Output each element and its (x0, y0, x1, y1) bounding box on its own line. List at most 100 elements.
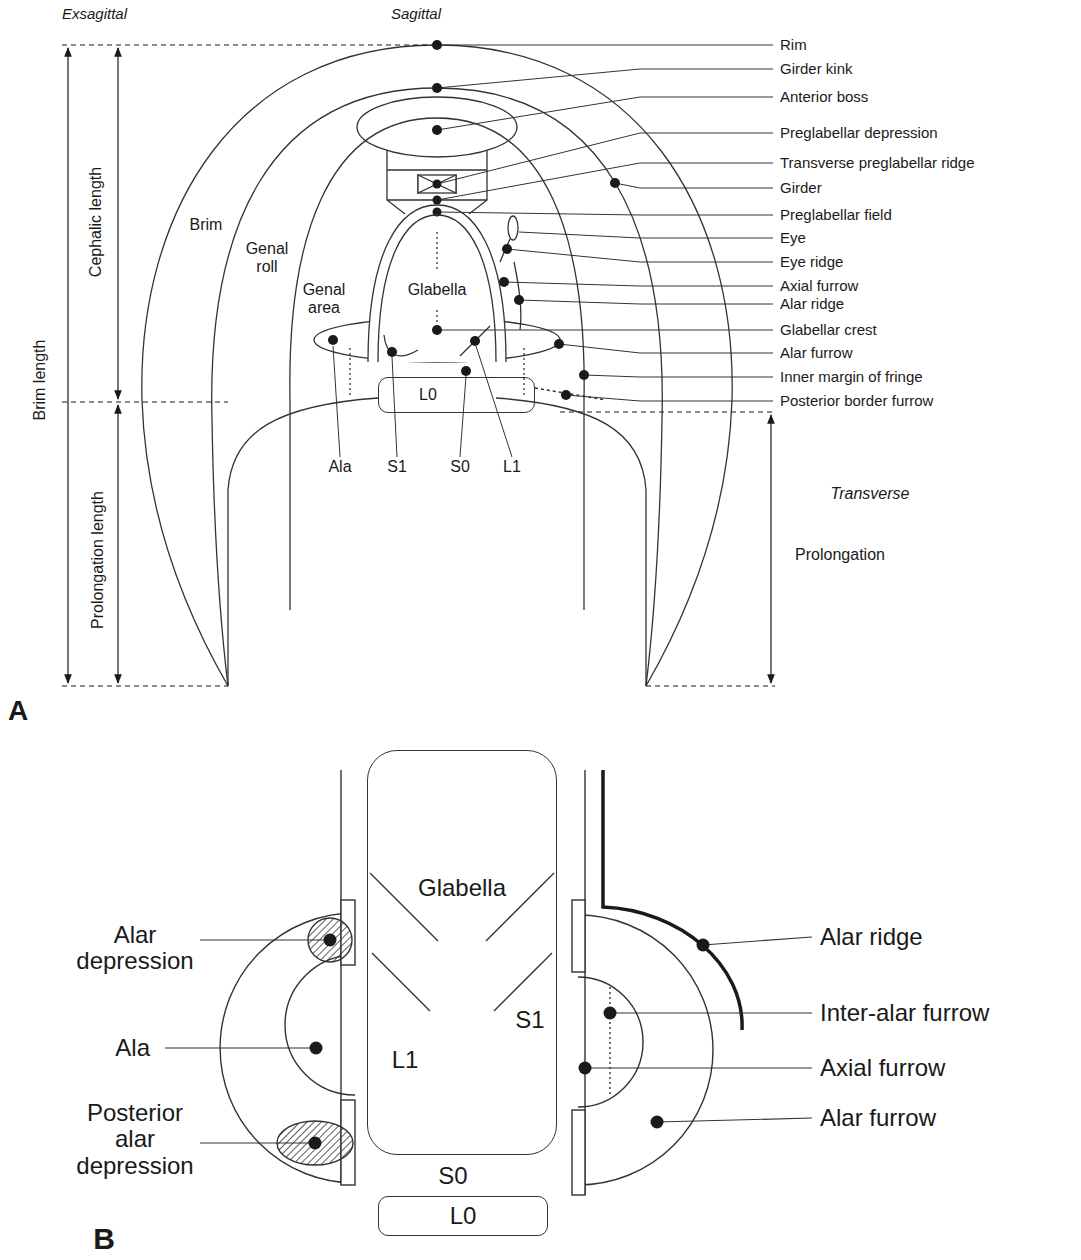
part-label: Ala (328, 458, 351, 476)
cephalon-outline (508, 216, 518, 240)
glabella-outline: Glabella (368, 205, 506, 362)
pointer-dot (432, 83, 442, 93)
part-label: Alar depression (74, 922, 196, 975)
leader-line (460, 376, 466, 457)
axis-label: Exsagittal (62, 6, 127, 23)
leader-line (585, 1067, 812, 1068)
glabella-outline (378, 215, 496, 362)
pointer-dot (433, 180, 442, 189)
pointer-dot (502, 244, 512, 254)
part-label: S1 (387, 458, 407, 476)
part-label: Girder (780, 180, 822, 197)
leader-line (584, 375, 773, 377)
leader-line (657, 1118, 812, 1122)
part-label: Rim (780, 37, 807, 54)
cephalon-outline (418, 175, 456, 193)
pointer-dot (604, 1007, 617, 1020)
node-text: Glabella (418, 875, 506, 901)
dimension-line (62, 45, 775, 686)
part-label: Glabellar crest (780, 322, 877, 339)
cephalon-left (142, 45, 437, 686)
leader-line (437, 212, 773, 215)
cephalon-outline (418, 175, 456, 193)
leader-line (437, 97, 773, 130)
glabella-detail (603, 770, 742, 1030)
pointer-dot (309, 1137, 322, 1150)
leader-line (200, 939, 324, 940)
pointer-dot (432, 40, 442, 50)
leader-line (615, 183, 773, 188)
pointer-dot (432, 325, 442, 335)
glabella-box: Glabella (367, 750, 557, 1155)
part-label: Alar ridge (820, 924, 923, 950)
leader-line (437, 133, 773, 184)
leader-line (165, 1047, 310, 1048)
pointer-dot (697, 939, 710, 952)
dimension-line (770, 415, 771, 683)
glabella-detail (609, 987, 610, 1097)
part-label: Axial furrow (820, 1055, 945, 1081)
axis-label: Sagittal (391, 6, 441, 23)
node-text: L0 (419, 386, 437, 404)
pointer-dot (324, 934, 337, 947)
dimension-line (117, 48, 118, 399)
leader-line (566, 395, 773, 401)
part-label: Genal roll (243, 240, 291, 275)
pointer-dot (610, 178, 620, 188)
dimension-label: Brim length (31, 340, 49, 421)
leader-line (504, 282, 773, 286)
leader-line (519, 300, 773, 304)
pointer-dot (310, 1042, 323, 1055)
pointer-dot (470, 336, 480, 346)
panel-letter: A (8, 696, 28, 727)
glabella-detail (578, 915, 713, 1185)
pointer-dot (328, 335, 338, 345)
cephalon-outline (314, 97, 606, 400)
pointer-dot (651, 1116, 664, 1129)
glabella-detail (572, 1110, 585, 1195)
pointer-dot (387, 347, 397, 357)
leader-line (507, 249, 773, 262)
dimension-line (117, 405, 118, 683)
cephalon-right (437, 45, 732, 686)
part-label: Posterior alar depression (74, 1100, 196, 1179)
glabella-detail (285, 955, 355, 1095)
part-label: Axial furrow (780, 278, 858, 295)
part-label: Alar furrow (780, 345, 853, 362)
part-label: L1 (392, 1047, 419, 1073)
glabella-detail (370, 873, 554, 1011)
leader-line (165, 937, 812, 1143)
leader-line (437, 163, 773, 200)
glabella-detail (220, 770, 742, 1195)
leader-line (610, 1012, 812, 1013)
axis-label: Transverse (831, 485, 910, 503)
part-label: L1 (503, 458, 521, 476)
leader-line (437, 69, 773, 88)
dimension-label: Cephalic length (87, 167, 105, 277)
leader-line (559, 344, 773, 353)
glabella-detail (341, 770, 585, 1195)
node-text: L0 (450, 1203, 477, 1229)
part-label: Alar furrow (820, 1105, 936, 1131)
part-label: Inner margin of fringe (780, 369, 923, 386)
occipital-ring: L0 (378, 1196, 548, 1236)
leader-line (519, 232, 773, 238)
dimension-label: Prolongation length (89, 491, 107, 629)
pointer-dot (514, 295, 524, 305)
part-label: S0 (438, 1163, 467, 1189)
panel-letter: B (93, 1222, 115, 1255)
part-label: Preglabellar field (780, 207, 892, 224)
leader-line (392, 357, 397, 457)
pointer-dot (579, 1062, 592, 1075)
part-label: Preglabellar depression (780, 125, 938, 142)
pointer-dot (461, 366, 471, 376)
part-label: Posterior border furrow (780, 393, 933, 410)
glabella-outline (368, 205, 506, 362)
leader-line (437, 330, 773, 331)
glabella-detail (578, 977, 643, 1107)
part-label: Eye (780, 230, 806, 247)
pointer-dot (328, 40, 620, 400)
pointer-dot (432, 125, 442, 135)
part-label: Genal area (301, 281, 347, 316)
